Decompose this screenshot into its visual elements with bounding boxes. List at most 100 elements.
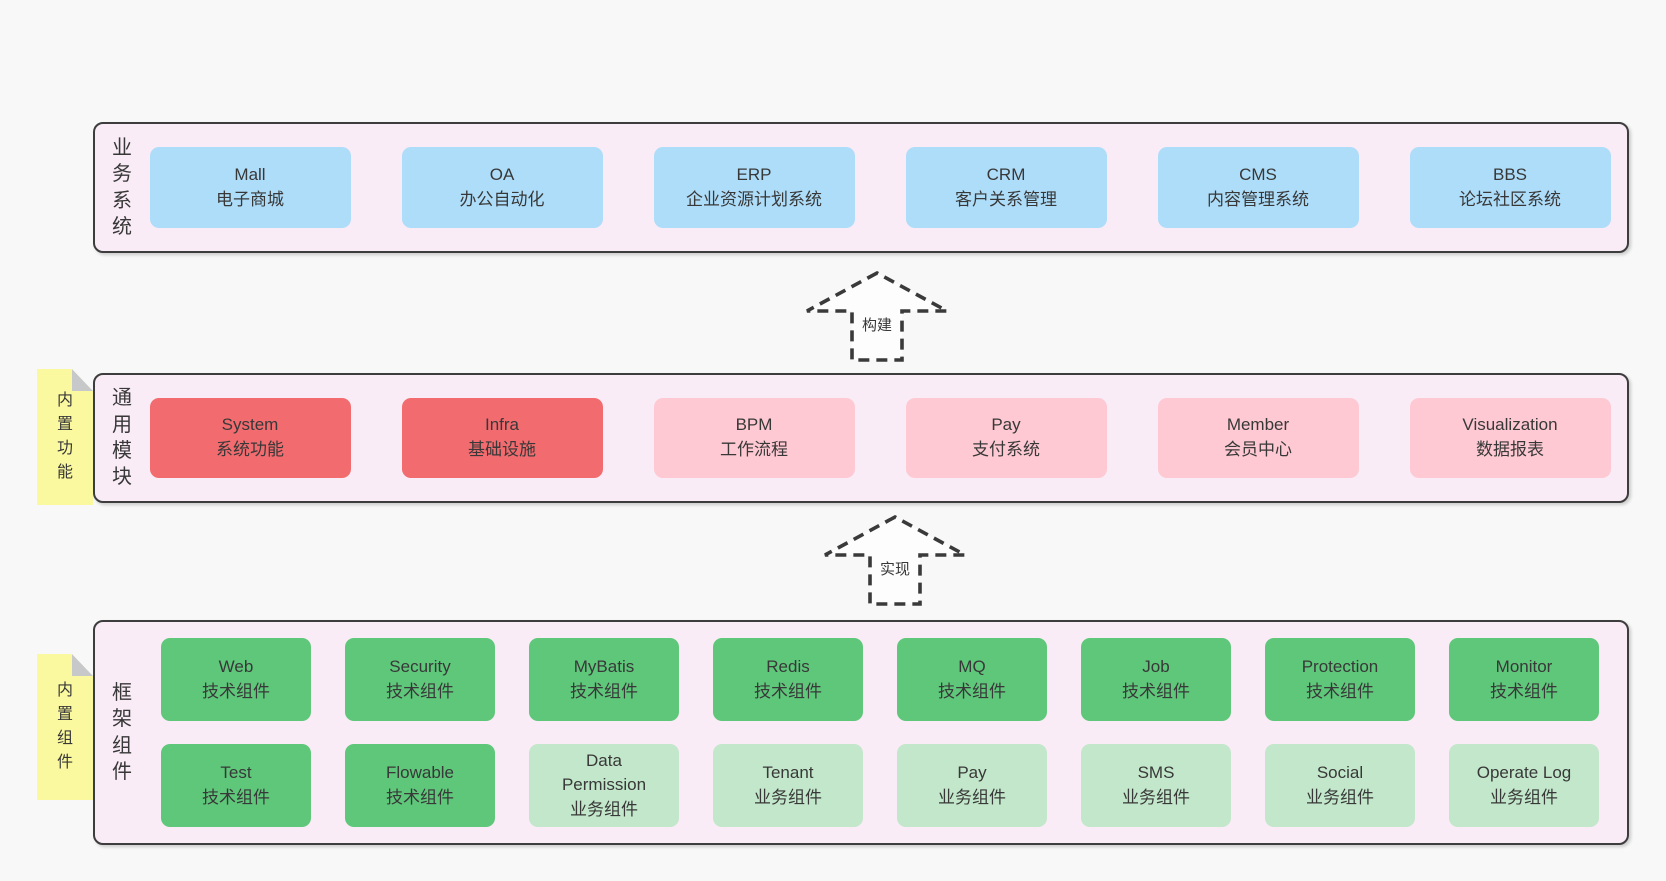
box-sms: SMS 业务组件 [1081,744,1231,827]
box-title: Monitor [1495,656,1553,676]
box-subtitle: 业务组件 [754,787,822,807]
box-subtitle: 工作流程 [720,440,788,459]
box-system: System 系统功能 [149,398,351,478]
folded-corner-icon [72,369,93,391]
build-arrow-up: 构建 [804,270,950,364]
box-protection: Protection 技术组件 [1265,638,1415,721]
box-title: Flowable [385,762,455,782]
box-security: Security 技术组件 [345,638,495,721]
box-subtitle: 电子商城 [216,189,284,209]
box-subtitle: 业务组件 [570,799,638,819]
box-subtitle: 技术组件 [1122,681,1190,701]
box-subtitle: 技术组件 [386,681,454,701]
box-job: Job 技术组件 [1081,638,1231,721]
box-title: Infra [484,415,520,435]
box-subtitle: 技术组件 [202,787,270,807]
box-title: MQ [958,656,986,676]
box-title: CRM [986,164,1026,184]
box-title: Tenant [762,762,814,782]
box-subtitle: 技术组件 [570,681,638,701]
box-subtitle: 业务组件 [1306,787,1374,807]
box-title: Member [1226,415,1290,435]
box-operate-log: Operate Log 业务组件 [1449,744,1599,827]
box-subtitle: 会员中心 [1224,440,1292,459]
box-subtitle: 系统功能 [216,440,284,459]
implement-arrow-label: 实现 [877,558,913,579]
box-title: Data Permission [561,750,647,795]
section-side-label-text: 框架组件 [112,681,132,783]
box-title: CMS [1239,164,1277,184]
box-social: Social 业务组件 [1265,744,1415,827]
box-mall: Mall 电子商城 [149,147,351,228]
box-bpm: BPM 工作流程 [653,398,855,478]
box-title: Operate Log [1476,762,1572,782]
box-subtitle: 业务组件 [1490,787,1558,807]
box-subtitle: 技术组件 [938,681,1006,701]
box-title: Job [1142,656,1170,676]
box-subtitle: 内容管理系统 [1207,189,1309,209]
box-monitor: Monitor 技术组件 [1449,638,1599,721]
section-side-label-text: 业务系统 [112,136,132,238]
box-crm: CRM 客户关系管理 [905,147,1107,228]
build-arrow-label: 构建 [859,314,895,335]
implement-arrow-up: 实现 [822,514,968,608]
box-title: Web [218,656,254,676]
box-subtitle: 企业资源计划系统 [686,189,822,209]
box-erp: ERP 企业资源计划系统 [653,147,855,228]
box-title: ERP [736,164,772,184]
sticky-note-built-in-components: 内置组件 [37,654,93,800]
box-subtitle: 数据报表 [1476,440,1544,459]
box-title: Security [389,656,451,676]
box-title: Visualization [1462,415,1558,435]
box-mq: MQ 技术组件 [897,638,1047,721]
box-flowable: Flowable 技术组件 [345,744,495,827]
box-title: SMS [1137,762,1175,782]
box-tenant: Tenant 业务组件 [713,744,863,827]
box-title: System [221,415,279,435]
box-title: Pay [991,415,1021,435]
box-visualization: Visualization 数据报表 [1409,398,1611,478]
box-subtitle: 办公自动化 [459,189,545,209]
section-side-label: 通用模块 [101,375,143,501]
box-title: Protection [1301,656,1379,676]
section-side-label: 业务系统 [101,124,143,251]
box-subtitle: 客户关系管理 [955,189,1057,209]
box-title: Test [220,762,252,782]
box-data-permission: Data Permission 业务组件 [529,744,679,827]
box-subtitle: 技术组件 [1490,681,1558,701]
box-subtitle: 业务组件 [1122,787,1190,807]
box-subtitle: 技术组件 [1306,681,1374,701]
box-title: BBS [1492,164,1528,184]
box-title: MyBatis [573,656,635,676]
box-member: Member 会员中心 [1157,398,1359,478]
box-subtitle: 支付系统 [972,440,1040,459]
box-title: Mall [234,164,266,184]
folded-corner-icon [72,654,93,676]
box-mybatis: MyBatis 技术组件 [529,638,679,721]
sticky-note-built-in-features: 内置功能 [37,369,93,505]
box-title: Social [1316,762,1364,782]
box-test: Test 技术组件 [161,744,311,827]
box-subtitle: 技术组件 [754,681,822,701]
box-cms: CMS 内容管理系统 [1157,147,1359,228]
box-subtitle: 技术组件 [386,787,454,807]
box-pay: Pay 支付系统 [905,398,1107,478]
section-side-label: 框架组件 [101,622,143,843]
box-title: BPM [735,415,773,435]
sticky-note-text: 内置组件 [56,682,73,771]
